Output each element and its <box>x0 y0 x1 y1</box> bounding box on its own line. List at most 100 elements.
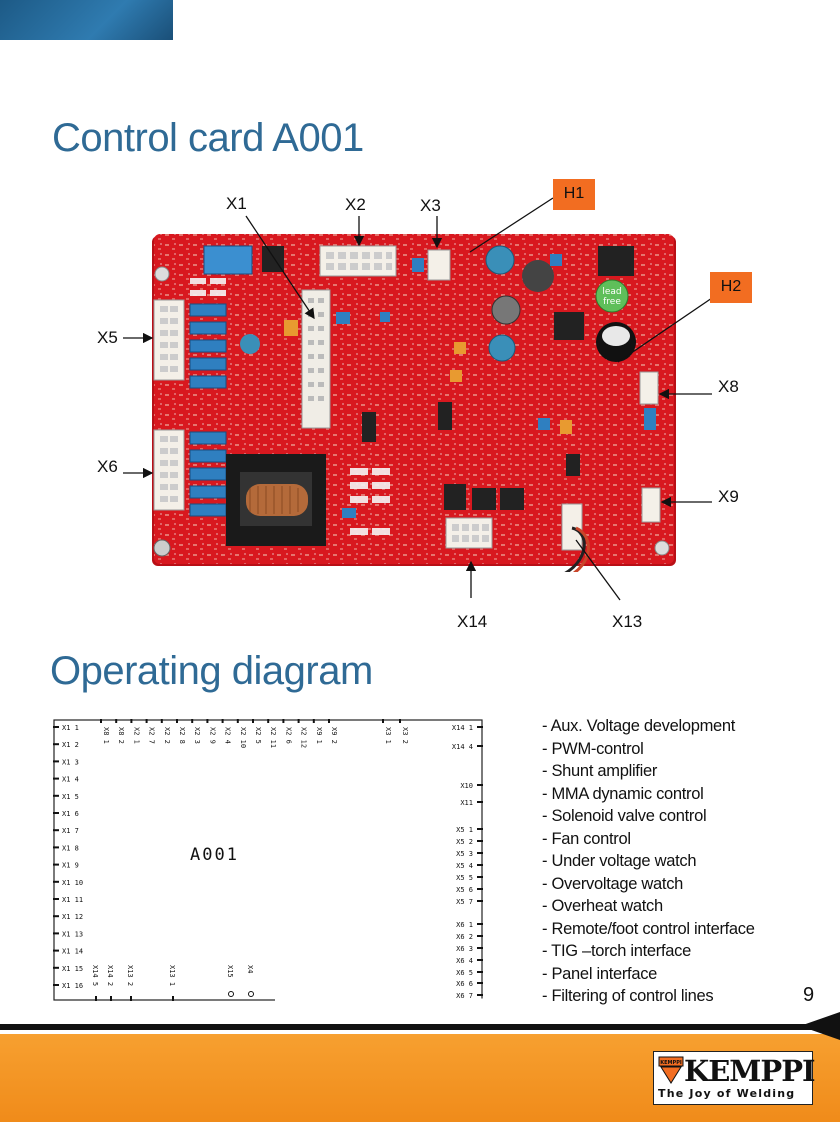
left-pin-label: X1 14 <box>62 948 83 956</box>
right-pin-label: X6 2 <box>456 933 473 941</box>
bottom-pin-label: X13 1 <box>168 965 176 986</box>
top-pin-label: X9 1 <box>315 727 323 744</box>
logo-brand: KEMPPI <box>684 1054 816 1088</box>
left-pin-label: X1 3 <box>62 758 79 766</box>
callout-x14: X14 <box>457 612 488 631</box>
bottom-pin-label: X4 <box>246 965 254 973</box>
function-item: - Remote/foot control interface <box>542 919 755 938</box>
function-item: - PWM-control <box>542 739 644 758</box>
callout-x1: X1 <box>226 194 247 213</box>
right-pin-label: X5 1 <box>456 826 473 834</box>
top-pin-label: X2 2 <box>163 727 171 744</box>
test-point-icon <box>248 991 254 997</box>
top-pin-label: X2 5 <box>254 727 262 744</box>
section-title-operating-diagram: Operating diagram <box>50 649 373 693</box>
right-pin-label: X11 <box>460 799 473 807</box>
test-point-icon <box>228 991 234 997</box>
left-pin-label: X1 8 <box>62 844 79 852</box>
top-pin-label: X8 1 <box>102 727 110 744</box>
left-pin-label: X1 6 <box>62 810 79 818</box>
callout-x3: X3 <box>420 196 441 215</box>
lead-free-label-line2: free <box>603 297 621 307</box>
bottom-pin-label: X13 2 <box>126 965 134 986</box>
left-pin-label: X1 16 <box>62 982 83 990</box>
left-pin-label: X1 4 <box>62 776 79 784</box>
right-pin-label: X5 2 <box>456 838 473 846</box>
left-pin-label: X1 12 <box>62 913 83 921</box>
operating-diagram: X1 1 X1 2 X1 3 X1 4 X1 5 X1 6 X1 7 X1 8 X1 9 X1 1… <box>53 719 483 1001</box>
callout-x2: X2 <box>345 195 366 214</box>
bottom-pin-label: X14 2 <box>106 965 114 986</box>
bottom-pin-label: X15 <box>226 965 234 978</box>
top-pin-label: X9 2 <box>330 727 338 744</box>
function-item: - MMA dynamic control <box>542 784 704 803</box>
logo-tagline: The Joy of Welding <box>658 1087 796 1100</box>
right-pin-label: X5 6 <box>456 886 473 894</box>
function-item: - TIG –torch interface <box>542 942 691 960</box>
top-pin-label: X3 1 <box>384 727 392 744</box>
top-pin-label: X2 4 <box>224 727 232 744</box>
control-card-photo: lead free <box>152 234 676 572</box>
right-pin-label: X6 3 <box>456 945 473 953</box>
top-pin-label: X2 10 <box>239 727 247 748</box>
function-item: - Aux. Voltage development <box>542 717 736 735</box>
callout-x8: X8 <box>718 377 739 396</box>
top-pin-label: X8 2 <box>117 727 125 744</box>
left-pin-label: X1 1 <box>62 724 79 732</box>
right-pin-label: X6 4 <box>456 957 473 965</box>
function-item: - Filtering of control lines <box>542 987 714 1005</box>
right-pin-label: X6 5 <box>456 969 473 977</box>
footer-wedge <box>800 1012 840 1040</box>
function-item: - Fan control <box>542 829 631 848</box>
callout-h1: H1 <box>553 179 595 210</box>
right-pin-label: X6 7 <box>456 992 473 1000</box>
top-pin-label: X2 9 <box>208 727 216 744</box>
left-pin-label: X1 15 <box>62 965 83 973</box>
right-pin-label: X6 1 <box>456 921 473 929</box>
top-pin-label: X2 1 <box>132 727 140 744</box>
left-pin-label: X1 2 <box>62 741 79 749</box>
top-pin-label: X2 3 <box>193 727 201 744</box>
function-item: - Panel interface <box>542 964 658 983</box>
top-pin-label: X3 2 <box>401 727 409 744</box>
callout-x6: X6 <box>97 457 118 476</box>
right-pin-label: X10 <box>460 782 473 790</box>
right-pin-label: X5 4 <box>456 862 473 870</box>
right-pin-label: X5 3 <box>456 850 473 858</box>
callout-h2: H2 <box>710 272 752 303</box>
right-pin-label: X14 4 <box>452 743 473 751</box>
function-item: - Solenoid valve control <box>542 807 707 825</box>
left-pin-label: X1 11 <box>62 896 83 904</box>
logo-shield-icon: KEMPPI <box>658 1056 684 1084</box>
page-number: 9 <box>803 984 815 1006</box>
left-pin-label: X1 13 <box>62 930 83 938</box>
function-item: - Overvoltage watch <box>542 874 684 893</box>
kemppi-logo: KEMPPI KEMPPI The Joy of Welding <box>653 1051 816 1105</box>
left-pin-label: X1 9 <box>62 862 79 870</box>
logo-mark-text: KEMPPI <box>660 1060 682 1066</box>
diagram-card-name: A001 <box>190 845 239 865</box>
top-pin-label: X2 12 <box>300 727 308 748</box>
right-pin-label: X5 7 <box>456 898 473 906</box>
callout-x9: X9 <box>718 487 739 506</box>
corner-decoration <box>0 0 173 40</box>
section-title-control-card: Control card A001 <box>52 116 364 160</box>
top-pin-label: X2 8 <box>178 727 186 744</box>
function-item: - Under voltage watch <box>542 852 697 870</box>
bottom-pin-label: X14 5 <box>91 965 99 986</box>
top-pin-label: X2 7 <box>148 727 156 744</box>
top-pin-label: X2 6 <box>284 727 292 744</box>
top-pin-label: X2 11 <box>269 727 277 748</box>
right-pin-label: X6 6 <box>456 980 473 988</box>
left-pin-label: X1 5 <box>62 793 79 801</box>
callout-x13: X13 <box>612 612 643 631</box>
left-pin-label: X1 7 <box>62 827 79 835</box>
footer-divider <box>0 1024 840 1030</box>
left-pin-label: X1 10 <box>62 879 83 887</box>
lead-free-label-line1: lead <box>602 287 621 297</box>
right-pin-label: X5 5 <box>456 874 473 882</box>
right-pin-label: X14 1 <box>452 724 473 732</box>
function-item: - Shunt amplifier <box>542 762 658 780</box>
callout-x5: X5 <box>97 328 118 347</box>
function-item: - Overheat watch <box>542 897 663 915</box>
